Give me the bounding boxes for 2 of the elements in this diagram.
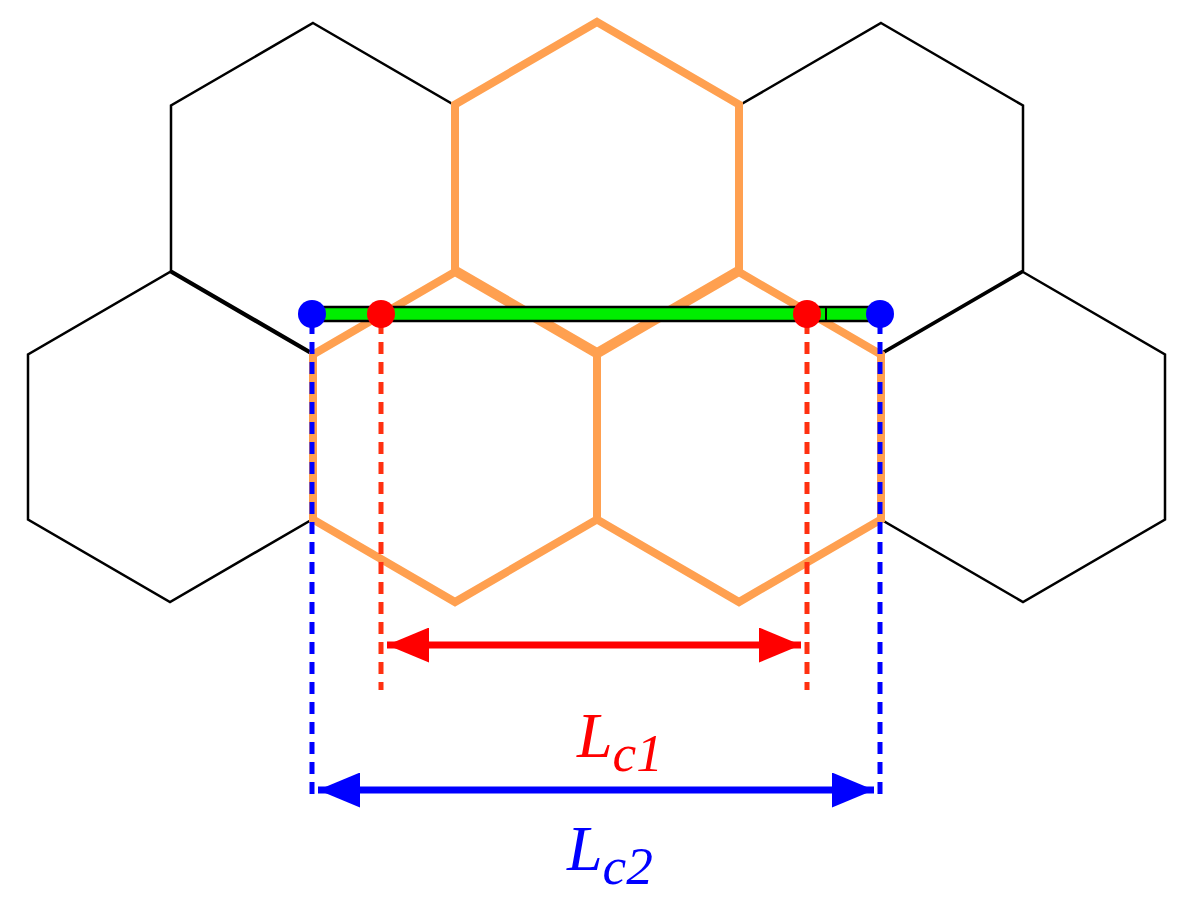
- dimension-label: L$_{c2}$: [567, 817, 653, 894]
- dimension-label: L$_{c1}$: [577, 704, 663, 781]
